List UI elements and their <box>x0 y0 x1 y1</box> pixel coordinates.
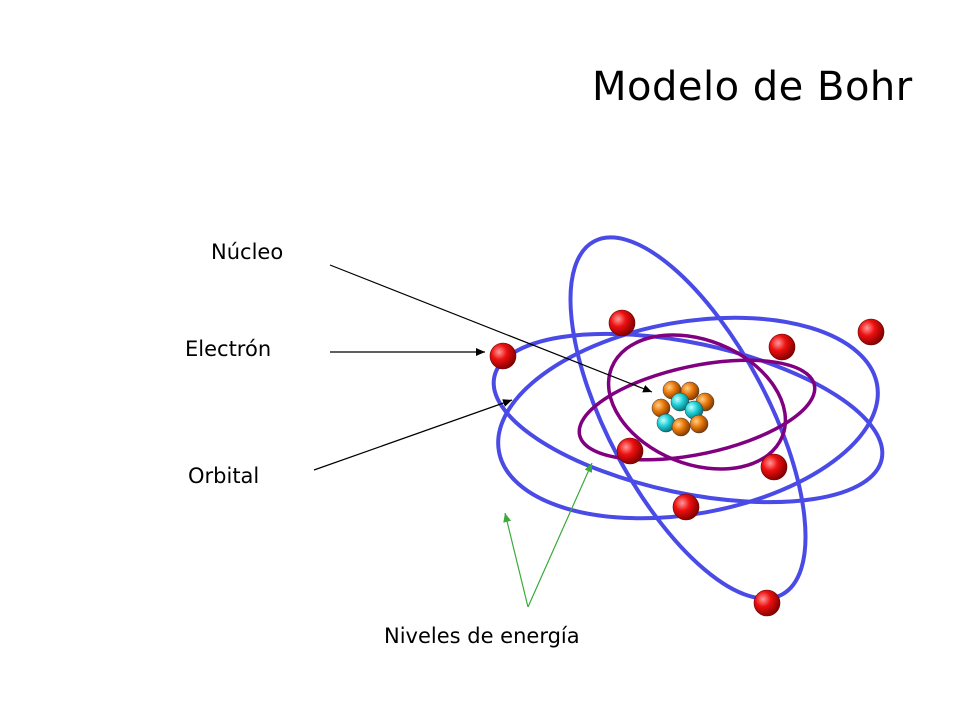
outer-orbit <box>491 331 885 505</box>
outer-orbit <box>496 315 880 521</box>
electron <box>768 333 796 361</box>
neutron <box>670 392 690 412</box>
orbital-label: Orbital <box>188 464 260 488</box>
energy-levels-label: Niveles de energía <box>384 624 580 648</box>
electron <box>753 589 781 617</box>
electron <box>672 493 700 521</box>
proton <box>671 417 691 437</box>
proton <box>689 414 709 434</box>
energy-level-arrow <box>527 462 593 608</box>
nucleus-arrow <box>329 264 653 393</box>
electron <box>489 342 517 370</box>
energy-level-arrow <box>503 512 529 608</box>
electron <box>608 309 636 337</box>
nucleus <box>651 380 715 437</box>
electron <box>760 453 788 481</box>
electron <box>857 318 885 346</box>
inner-orbit <box>606 333 788 471</box>
outer-orbit <box>568 235 808 601</box>
diagram-title: Modelo de Bohr <box>592 64 913 110</box>
orbital-arrow <box>313 399 513 471</box>
electron-label: Electrón <box>185 337 272 361</box>
nucleus-label: Núcleo <box>211 240 284 264</box>
electron <box>616 437 644 465</box>
inner-orbit <box>577 358 817 462</box>
